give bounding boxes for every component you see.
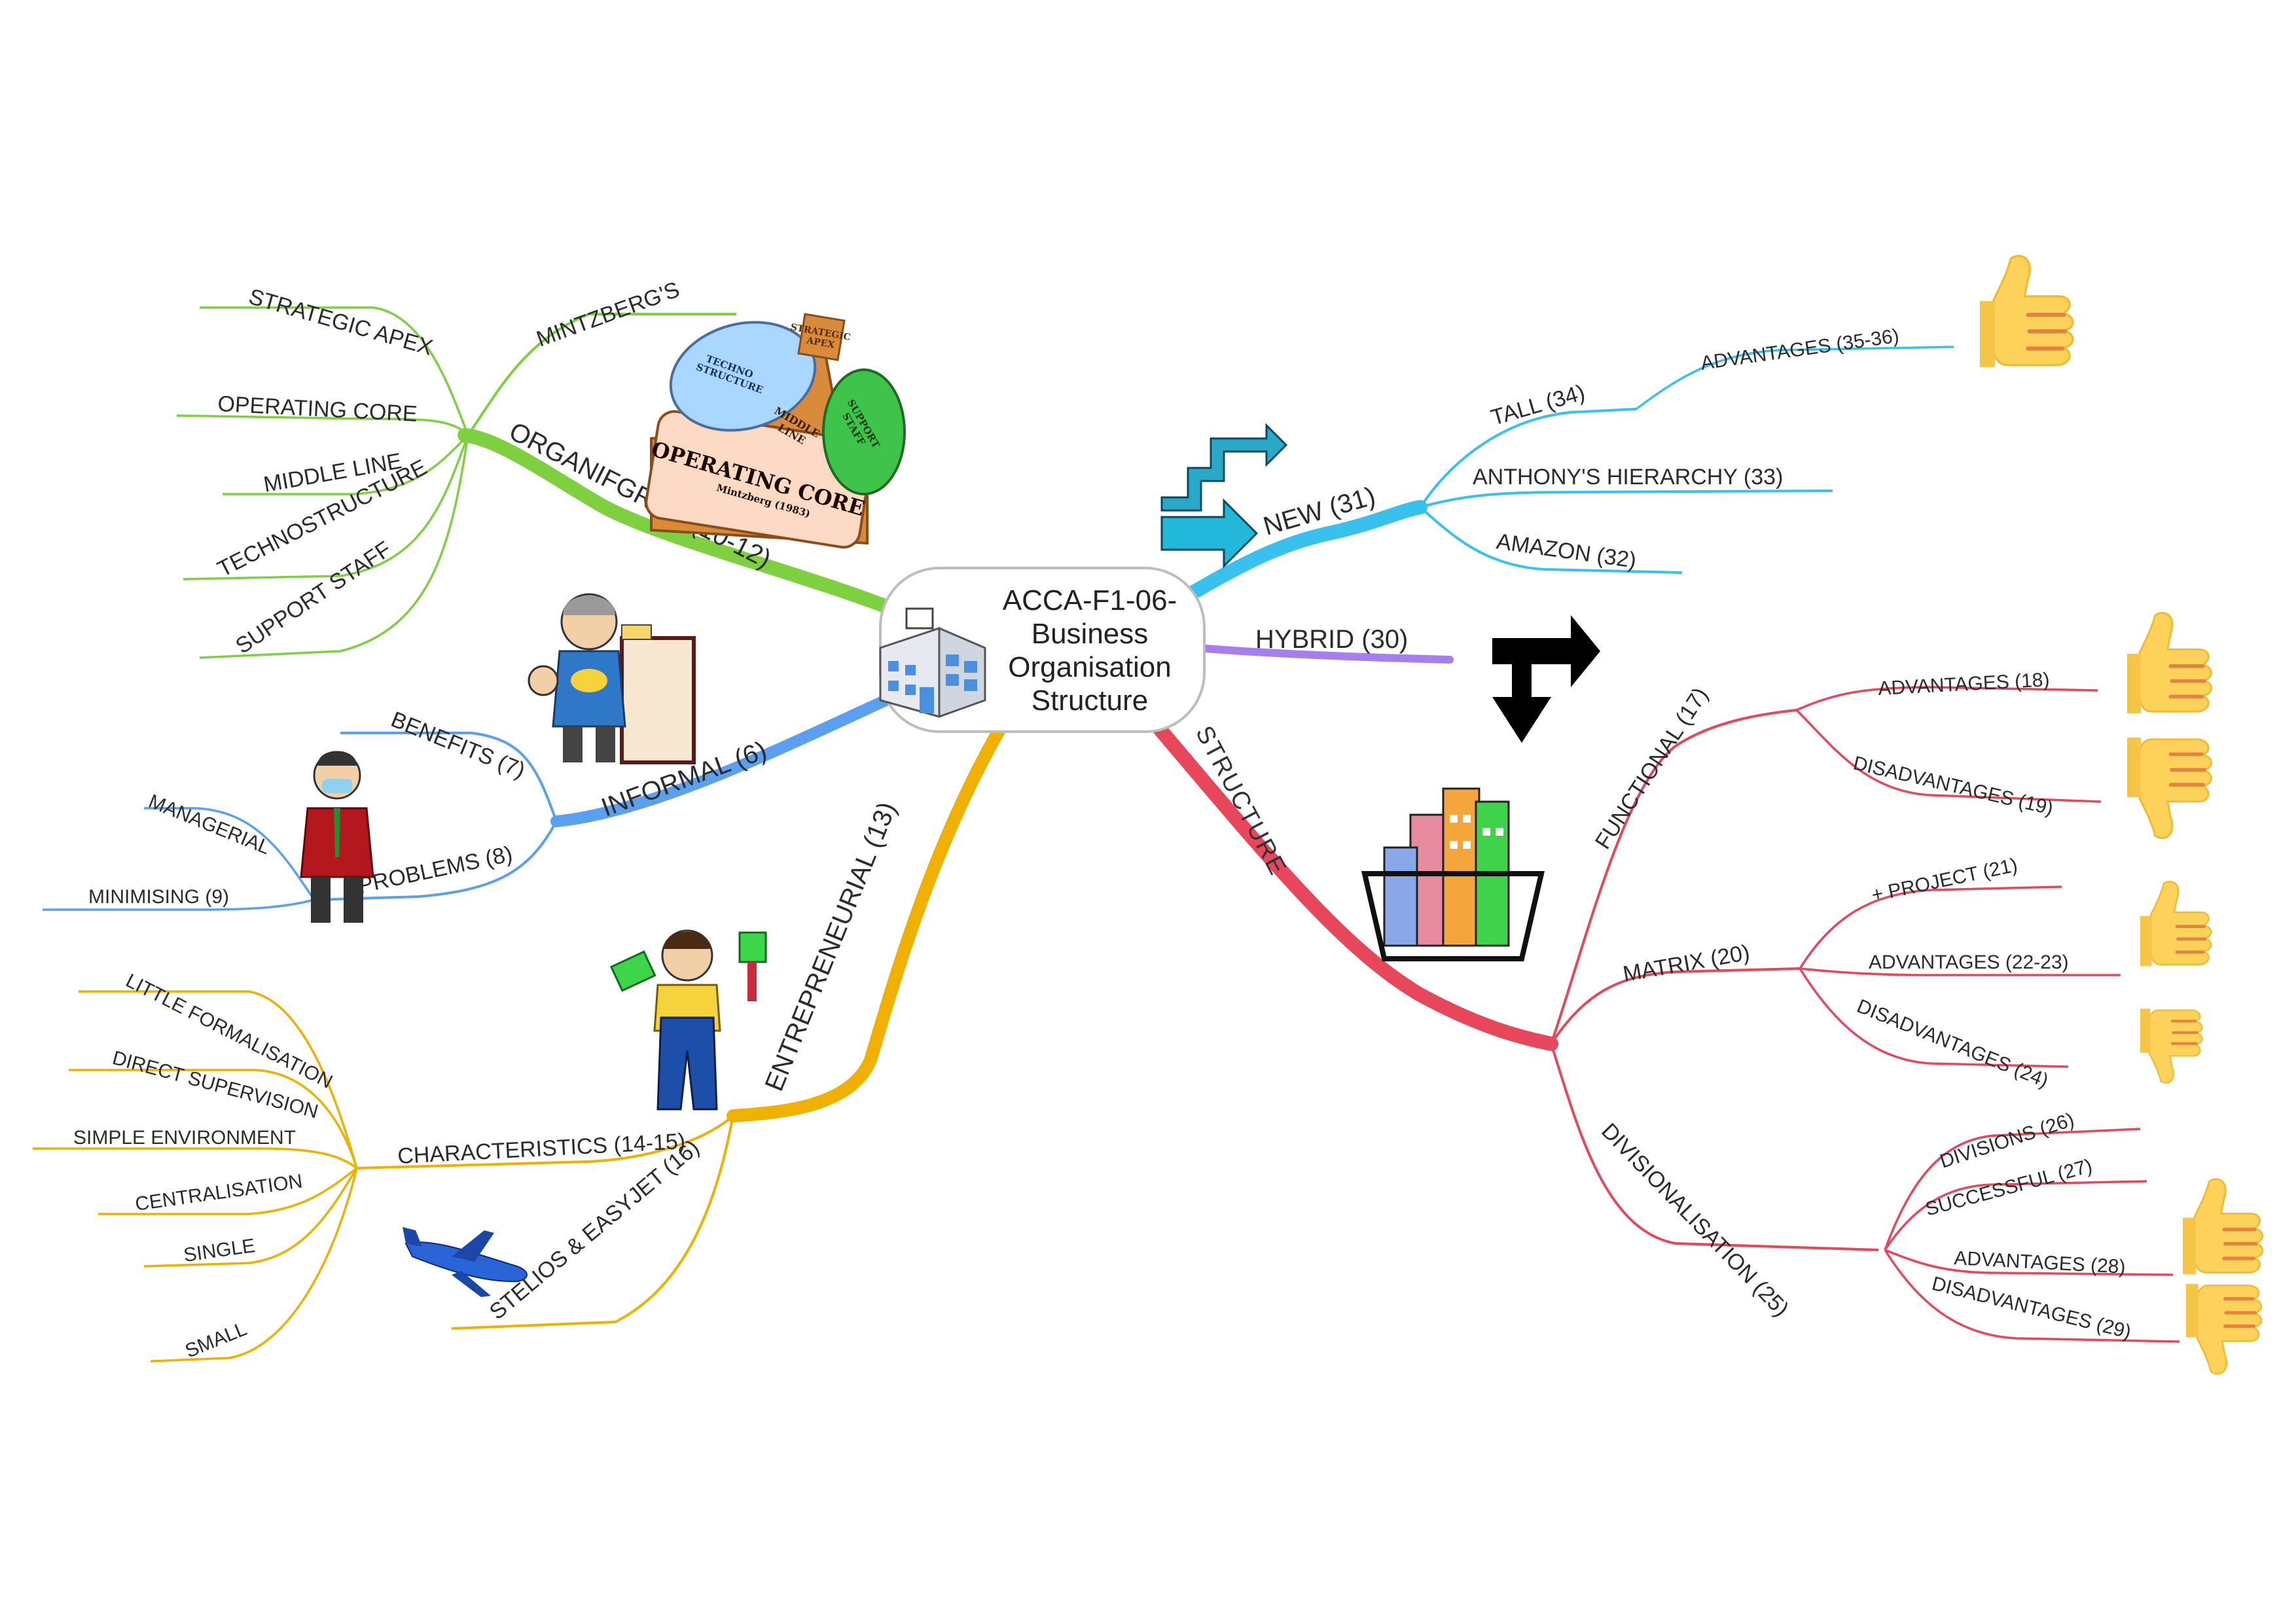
branch-organigram [457, 428, 907, 619]
leaf-line-middle-line [223, 434, 469, 495]
functional-label[interactable]: FUNCTIONAL (17) [1590, 683, 1713, 853]
leaf-simple-environment[interactable]: SIMPLE ENVIRONMENT [73, 1127, 296, 1149]
line-div-disadvantages [1884, 1249, 2180, 1343]
svg-text:APEX: APEX [805, 335, 835, 350]
thumbs-up-icon [2127, 613, 2211, 713]
thumbs-up-icon [2183, 1179, 2263, 1275]
stairs-arrow-icon [1160, 423, 1288, 569]
line-small [150, 1168, 358, 1363]
line-functional [1550, 709, 1797, 1044]
svg-text:STRUCTURE: STRUCTURE [1190, 722, 1292, 881]
thumbs-up-icon [1980, 256, 2073, 367]
line-benefits [340, 732, 558, 822]
matrix-label[interactable]: MATRIX (20) [1621, 940, 1751, 986]
plus-project-label[interactable]: + PROJECT (21) [1870, 854, 2020, 906]
branch-new [1181, 500, 1427, 603]
mintzberg-illustration: STRATEGIC APEX TECHNO STRUCTURE MIDDLE L… [645, 313, 906, 549]
minimising-label[interactable]: MINIMISING (9) [88, 886, 229, 908]
line-stelios [451, 1115, 734, 1330]
divisions-label[interactable]: DIVISIONS (26) [1937, 1109, 2077, 1172]
line-simple-environment [33, 1147, 358, 1169]
person-mask-icon [300, 751, 374, 923]
leaf-line-strategic-apex [200, 306, 469, 436]
line-matrix [1550, 967, 1801, 1045]
center-title-3: Organisation [1008, 651, 1171, 683]
leaf-line-operating-core [176, 414, 469, 437]
anthony-label[interactable]: ANTHONY'S HIERARCHY (33) [1473, 465, 1783, 490]
airplane-icon [403, 1227, 528, 1297]
leaf-operating-core[interactable]: OPERATING CORE [217, 391, 418, 427]
hybrid-label[interactable]: HYBRID (30) [1255, 625, 1408, 654]
matrix-advantages-label[interactable]: ADVANTAGES (22-23) [1869, 952, 2069, 973]
leaf-centralisation[interactable]: CENTRALISATION [134, 1170, 304, 1215]
branch-informal [550, 688, 906, 827]
t-junction-arrow-icon [1492, 615, 1600, 743]
thumbs-down-icon [2186, 1284, 2261, 1374]
func-advantages-label[interactable]: ADVANTAGES (18) [1878, 669, 2051, 700]
managerial-label[interactable]: MANAGERIAL [145, 791, 273, 859]
line-anthony [1420, 490, 1833, 508]
problems-label[interactable]: PROBLEMS (8) [356, 842, 515, 899]
line-divisionalisation [1550, 1043, 1879, 1251]
divisionalisation-label[interactable]: DIVISIONALISATION (25) [1596, 1118, 1793, 1321]
line-matrix-disadvantages [1799, 968, 2069, 1068]
buildings-icon [1361, 787, 1545, 961]
line-func-disadvantages [1795, 709, 2102, 803]
line-tall [1419, 408, 1637, 508]
line-successful [1884, 1180, 2147, 1251]
line-problems [314, 821, 558, 901]
branch-structure [1145, 713, 1558, 1051]
line-managerial [144, 807, 315, 901]
line-centralisation [98, 1167, 358, 1215]
line-amazon [1419, 506, 1683, 574]
leaf-single[interactable]: SINGLE [182, 1235, 257, 1266]
line-little-formalisation [79, 990, 358, 1169]
line-minimising [43, 899, 315, 911]
person-thumbs-up-icon [528, 593, 696, 764]
line-tall-advantages [1635, 346, 1954, 410]
tall-label[interactable]: TALL (34) [1488, 380, 1588, 431]
div-disadvantages-label[interactable]: DISADVANTAGES (29) [1929, 1273, 2133, 1344]
branch-entrepreneurial [726, 720, 1008, 1122]
thumbs-up-icon [2140, 882, 2211, 966]
center-title-2: Business [1031, 618, 1149, 650]
matrix-disadvantages-label[interactable]: DISADVANTAGES (24) [1854, 995, 2051, 1092]
center-title-4: Structure [1031, 685, 1149, 717]
benefits-label[interactable]: BENEFITS (7) [387, 707, 529, 783]
line-func-advantages [1796, 686, 2098, 711]
func-disadvantages-label[interactable]: DISADVANTAGES (19) [1851, 753, 2055, 819]
line-matrix-advantages [1799, 967, 2121, 976]
line-characteristics [356, 1115, 734, 1169]
branch-hybrid [1194, 644, 1454, 664]
line-single [143, 1168, 358, 1268]
office-building-icon [879, 607, 986, 718]
leaf-line-support-staff [199, 435, 469, 659]
center-title-1: ACCA-F1-06- [1003, 584, 1177, 616]
structure-label[interactable]: STRUCTURE [1190, 722, 1292, 881]
thumbs-down-icon [2140, 1008, 2202, 1082]
line-div-advantages [1884, 1249, 2174, 1276]
leaf-strategic-apex[interactable]: STRATEGIC APEX [246, 284, 436, 361]
center-node[interactable]: ACCA-F1-06- Business Organisation Struct… [879, 567, 1206, 733]
line-divisions [1884, 1128, 2141, 1251]
leaf-line-technostructure [183, 435, 469, 580]
organigram-mintzberg-line [467, 313, 736, 437]
tall-advantages-label[interactable]: ADVANTAGES (35-36) [1699, 325, 1900, 374]
thumbs-down-icon [2127, 738, 2211, 838]
line-plus-project [1799, 885, 2062, 969]
entrepreneurial-label[interactable]: ENTREPRENEURIAL (13) [760, 798, 903, 1095]
line-direct-supervision [69, 1069, 358, 1169]
entrepreneur-person-icon [609, 929, 767, 1111]
